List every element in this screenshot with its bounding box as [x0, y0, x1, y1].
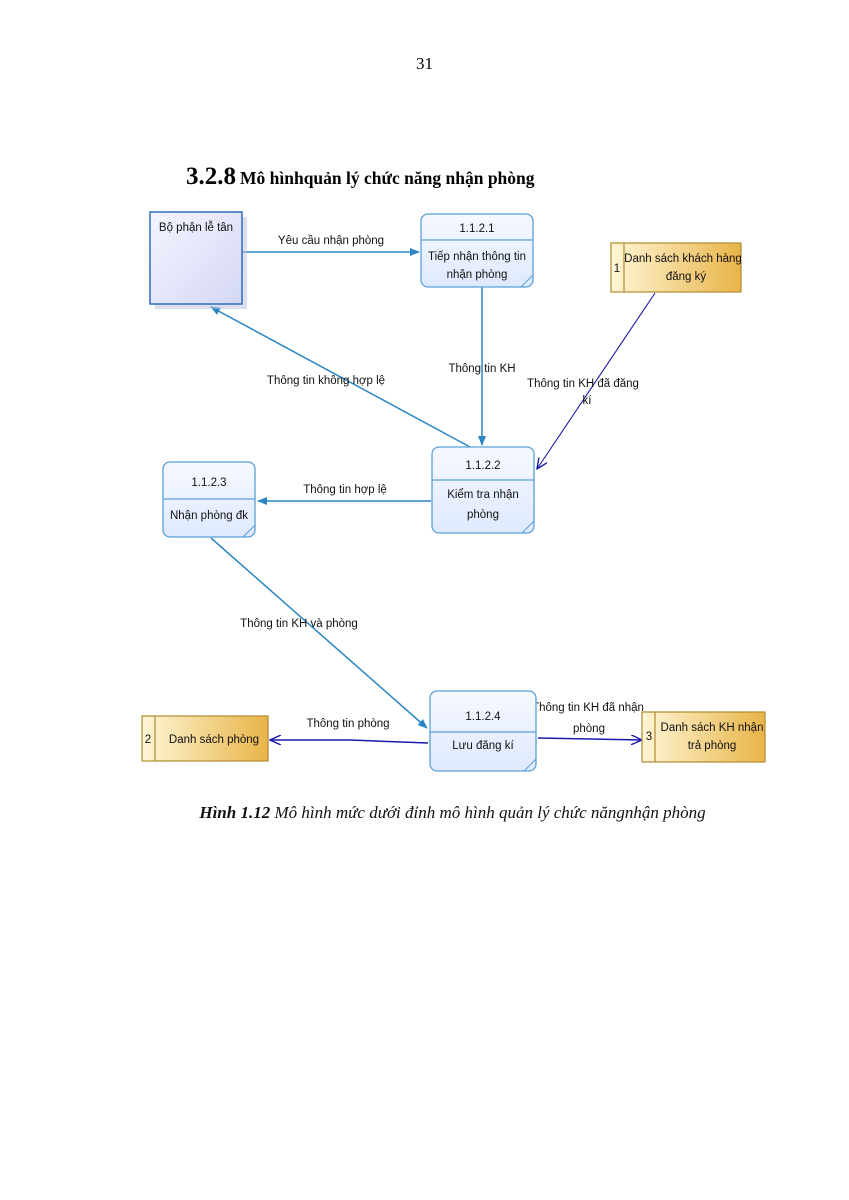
store-name: Danh sách khách hàng — [624, 253, 742, 265]
process-1-1-2-2: 1.1.2.2 Kiểm tra nhận phòng — [431, 446, 535, 534]
flow-label: Thông tin KH đã đăng — [527, 378, 639, 390]
external-entity-bo-phan-le-tan: Bộ phận lễ tân — [149, 211, 247, 309]
process-name: Tiếp nhận thông tin — [428, 251, 526, 263]
flow-thong-tin-kh-da-nhan-phong: Thông tin KH đã nhận phòng — [532, 702, 644, 740]
process-1-1-2-3: 1.1.2.3 Nhận phòng đk — [162, 461, 256, 538]
flow-thong-tin-hop-le: Thông tin hợp lệ — [257, 484, 431, 505]
flow-label: Thông tin không hợp lệ — [267, 375, 385, 387]
store-name: Danh sách phòng — [169, 734, 259, 746]
store-name: đăng ký — [666, 271, 707, 283]
flow-label: Thông tin KH đã nhận — [532, 702, 644, 714]
store-number: 3 — [646, 731, 652, 743]
page-number: 31 — [416, 54, 433, 73]
flow-thong-tin-khong-hop-le: Thông tin không hợp lệ — [210, 306, 471, 448]
flow-yeu-cau-nhan-phong: Yêu cầu nhận phòng — [242, 235, 420, 256]
process-id: 1.1.2.4 — [465, 711, 501, 723]
flow-thong-tin-kh-da-dang-ki: Thông tin KH đã đăng kí — [527, 292, 656, 469]
data-store-1: 1 Danh sách khách hàng đăng ký — [610, 242, 742, 293]
flow-label: Thông tin KH — [448, 363, 515, 375]
process-id: 1.1.2.1 — [459, 223, 494, 235]
process-name: Nhận phòng đk — [170, 510, 248, 522]
process-1-1-2-4: 1.1.2.4 Lưu đăng kí — [429, 690, 537, 772]
process-name: nhận phòng — [447, 269, 508, 281]
section-number: 3.2.8 — [186, 163, 236, 190]
data-store-2: 2 Danh sách phòng — [141, 715, 269, 762]
store-number: 1 — [614, 263, 620, 275]
process-name: phòng — [467, 509, 499, 521]
process-1-1-2-1: 1.1.2.1 Tiếp nhận thông tin nhận phòng — [420, 213, 534, 288]
process-name: Kiểm tra nhận — [447, 489, 519, 501]
flow-thong-tin-kh: Thông tin KH — [448, 287, 516, 446]
flow-label: Thông tin KH và phòng — [240, 618, 358, 630]
flow-label: phòng — [573, 723, 605, 735]
store-number: 2 — [145, 734, 151, 746]
section-heading: 3.2.8 Mô hìnhquản lý chức năng nhận phòn… — [186, 163, 535, 191]
process-id: 1.1.2.2 — [465, 460, 500, 472]
process-name: Lưu đăng kí — [452, 740, 514, 752]
figure-caption: Hình 1.12 Mô hình mức dưới đỉnh mô hình … — [0, 803, 849, 823]
process-id: 1.1.2.3 — [191, 477, 226, 489]
flow-label: Thông tin hợp lệ — [303, 484, 387, 496]
flow-thong-tin-kh-va-phong: Thông tin KH và phòng — [210, 537, 428, 729]
data-store-3: 3 Danh sách KH nhận trả phòng — [641, 711, 766, 763]
figure-caption-text: Mô hình mức dưới đỉnh mô hình quản lý ch… — [270, 803, 706, 822]
figure-label: Hình 1.12 — [199, 803, 271, 822]
section-title: Mô hìnhquản lý chức năng nhận phòng — [240, 168, 535, 188]
flow-label: Thông tin phòng — [306, 718, 389, 730]
entity-label: Bộ phận lễ tân — [159, 221, 233, 234]
flow-label: kí — [583, 395, 593, 407]
store-name: Danh sách KH nhận — [661, 722, 764, 734]
flow-label: Yêu cầu nhận phòng — [278, 235, 384, 247]
flow-thong-tin-phong: Thông tin phòng — [270, 718, 429, 743]
store-name: trả phòng — [688, 740, 737, 752]
